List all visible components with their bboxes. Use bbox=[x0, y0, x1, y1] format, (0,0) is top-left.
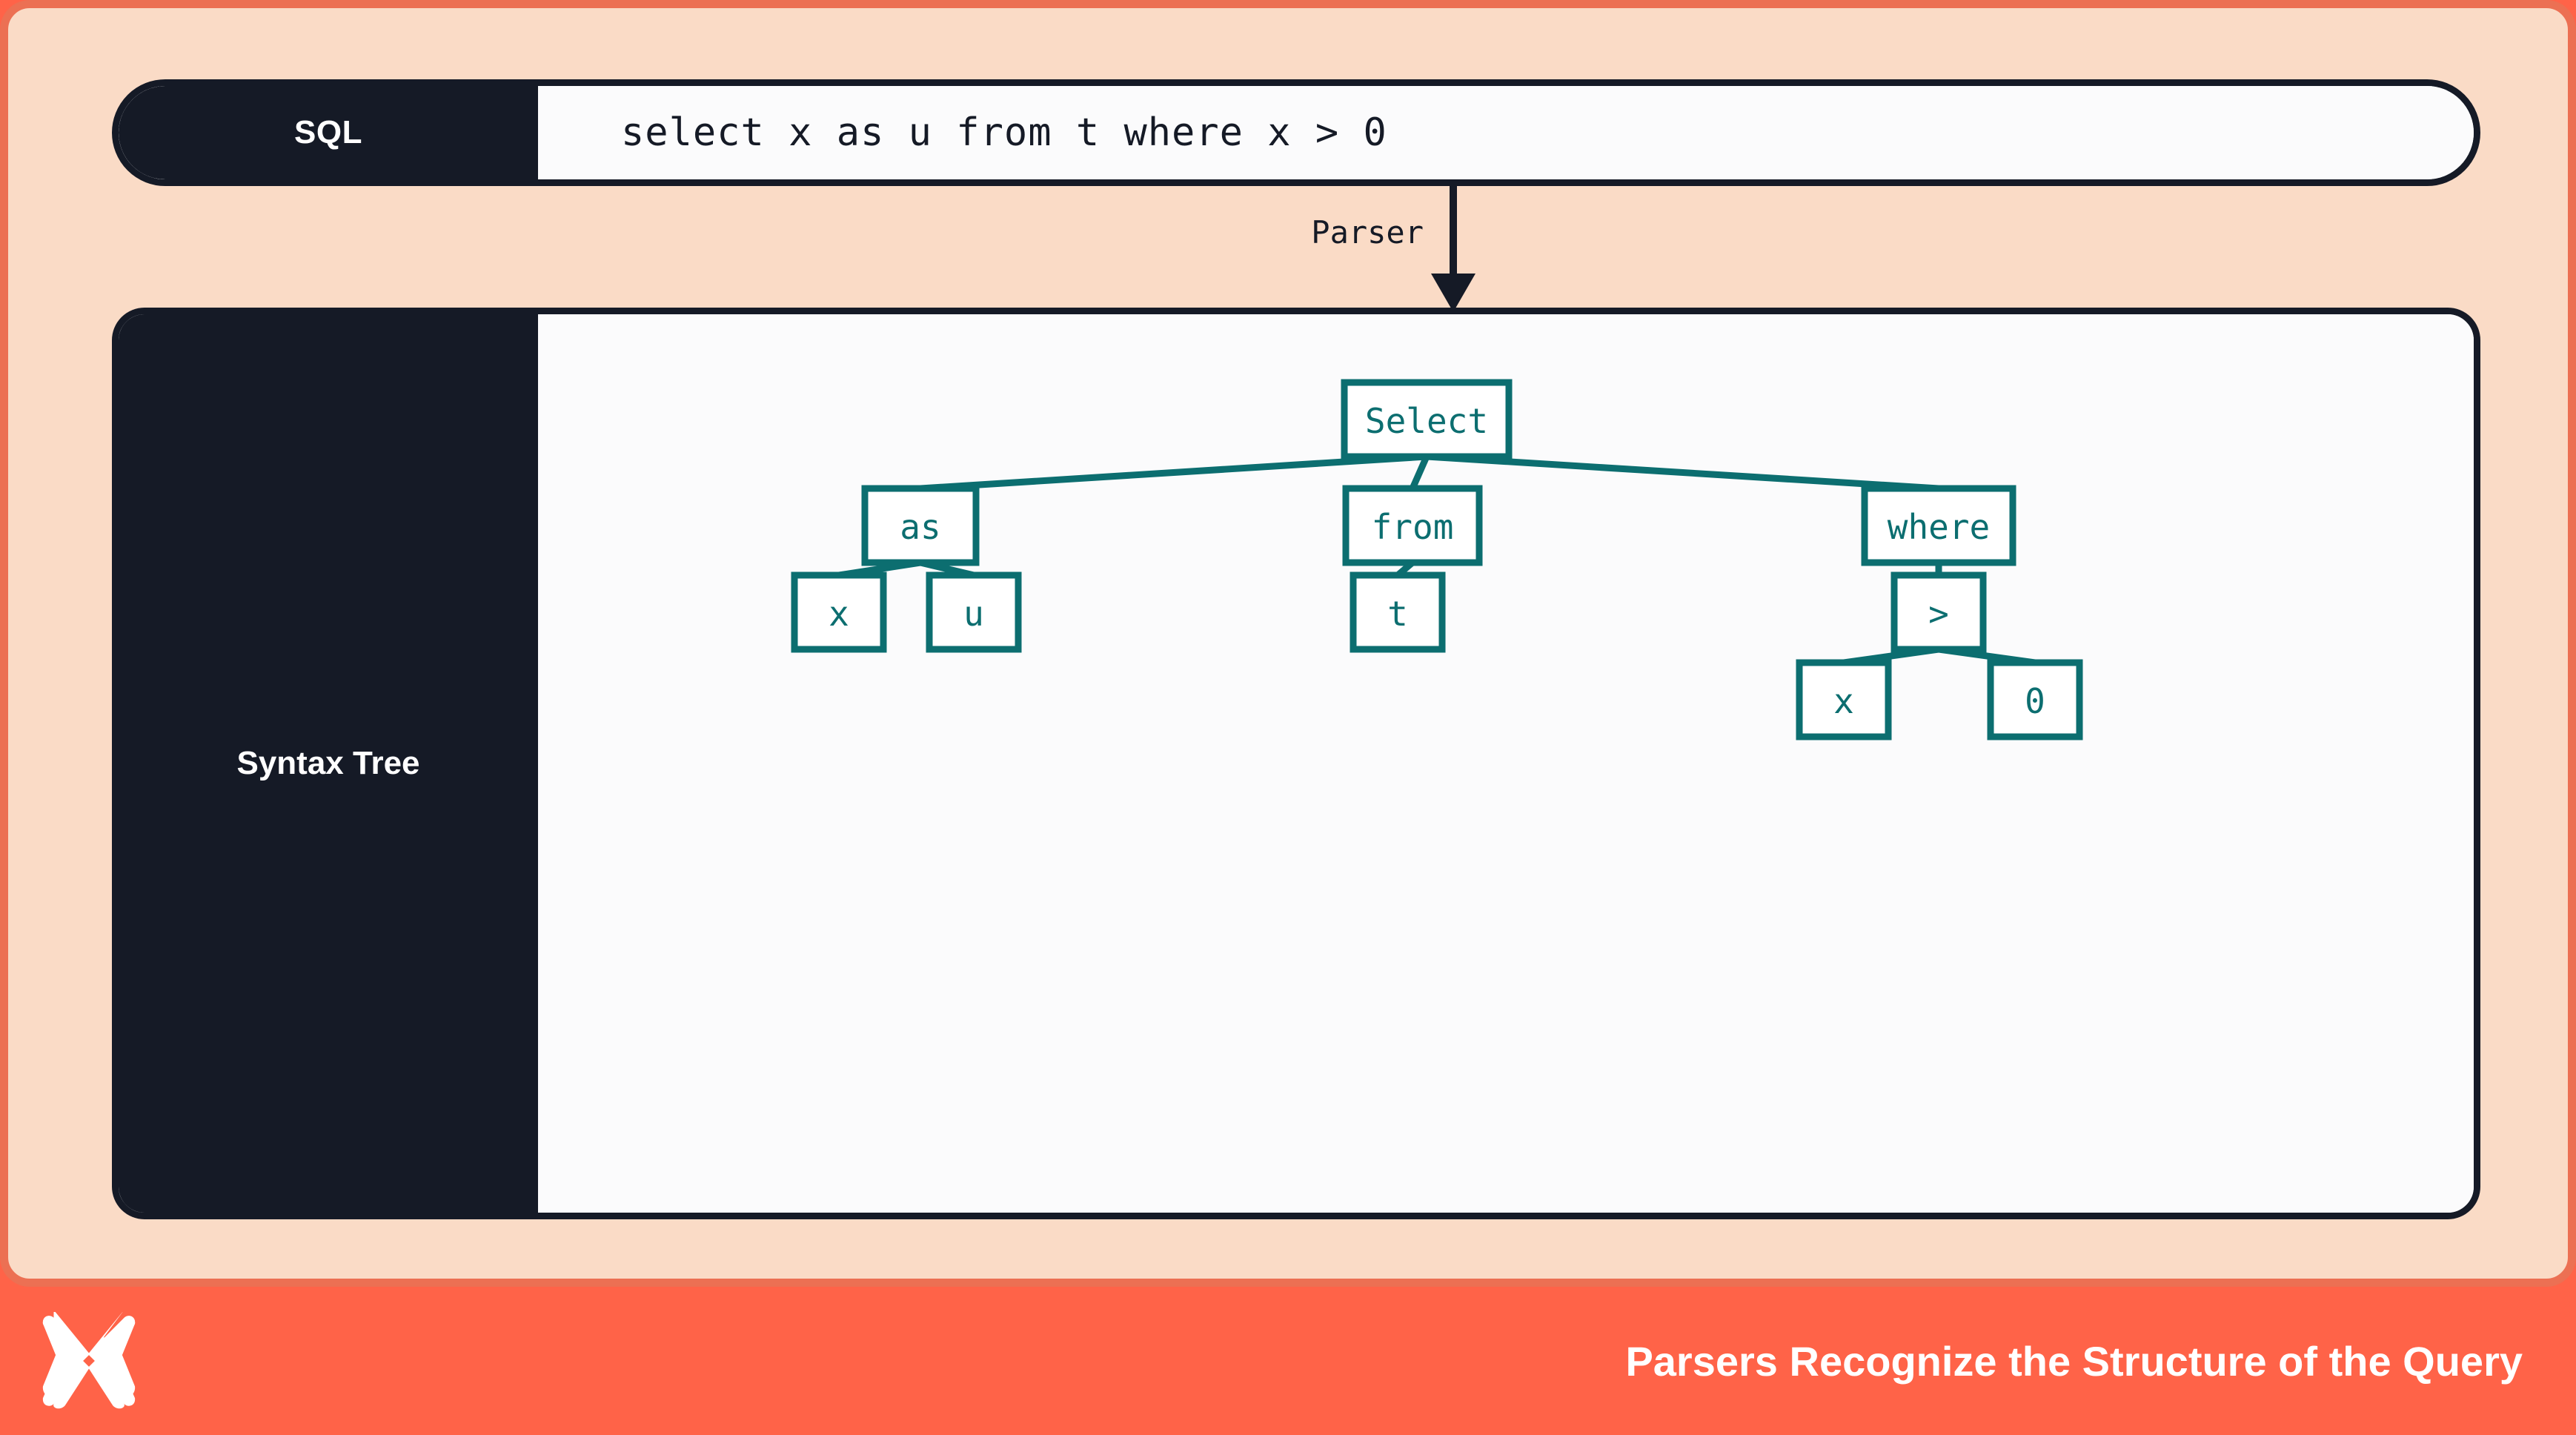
content-card: SQL select x as u from t where x > 0 Par… bbox=[0, 0, 2576, 1287]
tree-node-x1[interactable]: x bbox=[791, 571, 887, 653]
tree-node-box bbox=[1796, 659, 1892, 740]
syntax-tree-label-cell: Syntax Tree bbox=[119, 314, 538, 1213]
tree-node-box bbox=[861, 485, 980, 566]
tree-node-t[interactable]: t bbox=[1350, 571, 1446, 653]
tree-node-select[interactable]: Select bbox=[1341, 379, 1513, 460]
tree-node-label: where bbox=[1888, 507, 1990, 547]
footer-bar: Parsers Recognize the Structure of the Q… bbox=[0, 1287, 2576, 1435]
tree-node-label: x bbox=[829, 594, 849, 634]
syntax-tree-label: Syntax Tree bbox=[236, 745, 420, 781]
tree-node-box bbox=[926, 571, 1022, 653]
tree-edge bbox=[920, 453, 1427, 492]
syntax-tree-graphic: Select as from where x u t > x 0 bbox=[791, 379, 2083, 740]
sql-label: SQL bbox=[294, 114, 362, 150]
arrow-down-icon bbox=[1431, 186, 1475, 312]
tree-node-u[interactable]: u bbox=[926, 571, 1022, 653]
footer-tagline: Parsers Recognize the Structure of the Q… bbox=[1625, 1337, 2523, 1385]
four-point-star-logo bbox=[42, 1312, 136, 1409]
parser-label: Parser bbox=[1311, 214, 1424, 251]
parser-flow: Parser bbox=[1268, 186, 1564, 312]
tree-node-box bbox=[1342, 485, 1483, 566]
tree-node-zero[interactable]: 0 bbox=[1987, 659, 2083, 740]
sql-query-text: select x as u from t where x > 0 bbox=[621, 110, 1387, 155]
tree-node-label: t bbox=[1387, 594, 1408, 634]
tree-node-label: x bbox=[1833, 681, 1854, 721]
tree-node-box bbox=[1861, 485, 2016, 566]
tree-node-gt[interactable]: > bbox=[1890, 571, 1987, 653]
sql-input-bar[interactable]: SQL select x as u from t where x > 0 bbox=[112, 79, 2480, 186]
tree-node-x2[interactable]: x bbox=[1796, 659, 1892, 740]
tree-node-label: from bbox=[1372, 507, 1454, 547]
syntax-tree-canvas: Select as from where x u t > x 0 bbox=[538, 314, 2474, 1213]
tree-node-label: Select bbox=[1365, 401, 1488, 441]
tree-node-label: u bbox=[963, 594, 984, 634]
tree-node-box bbox=[791, 571, 887, 653]
tree-node-box bbox=[1987, 659, 2083, 740]
tree-node-from[interactable]: from bbox=[1342, 485, 1483, 566]
tree-edge bbox=[1409, 455, 1430, 490]
sql-query-cell[interactable]: select x as u from t where x > 0 bbox=[538, 86, 2474, 179]
tree-node-label: as bbox=[900, 507, 940, 547]
sql-label-cell: SQL bbox=[119, 86, 538, 179]
tree-node-label: > bbox=[1928, 594, 1949, 634]
tree-node-box bbox=[1341, 379, 1513, 460]
tree-node-box bbox=[1350, 571, 1446, 653]
syntax-tree-panel: Syntax Tree Select as from where x u t > x 0 bbox=[112, 308, 2480, 1219]
tree-node-label: 0 bbox=[2025, 681, 2045, 721]
tree-node-as[interactable]: as bbox=[861, 485, 980, 566]
tree-node-box bbox=[1890, 571, 1987, 653]
tree-node-where[interactable]: where bbox=[1861, 485, 2016, 566]
tree-edge bbox=[1426, 453, 1939, 492]
